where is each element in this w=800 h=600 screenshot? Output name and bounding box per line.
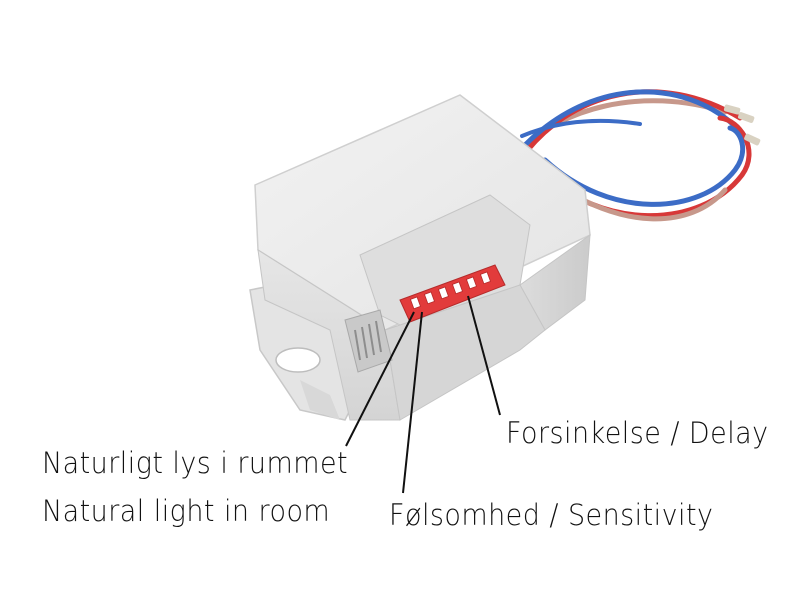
label-delay: Forsinkelse / Delay (506, 416, 769, 450)
label-sensitivity: Følsomhed / Sensitivity (389, 498, 714, 532)
dip-switch-block (399, 264, 506, 323)
pointer-delay (467, 295, 501, 416)
housing-bottom-right (384, 284, 546, 421)
pointer-sensitivity (402, 311, 423, 494)
label-natural-light-english: Natural light in room (42, 494, 331, 528)
label-natural-light-danish: Naturligt lys i rummet (42, 446, 349, 480)
pointer-natural-light (345, 311, 415, 447)
pin-connector (344, 309, 393, 373)
pointer-lines (345, 295, 501, 494)
